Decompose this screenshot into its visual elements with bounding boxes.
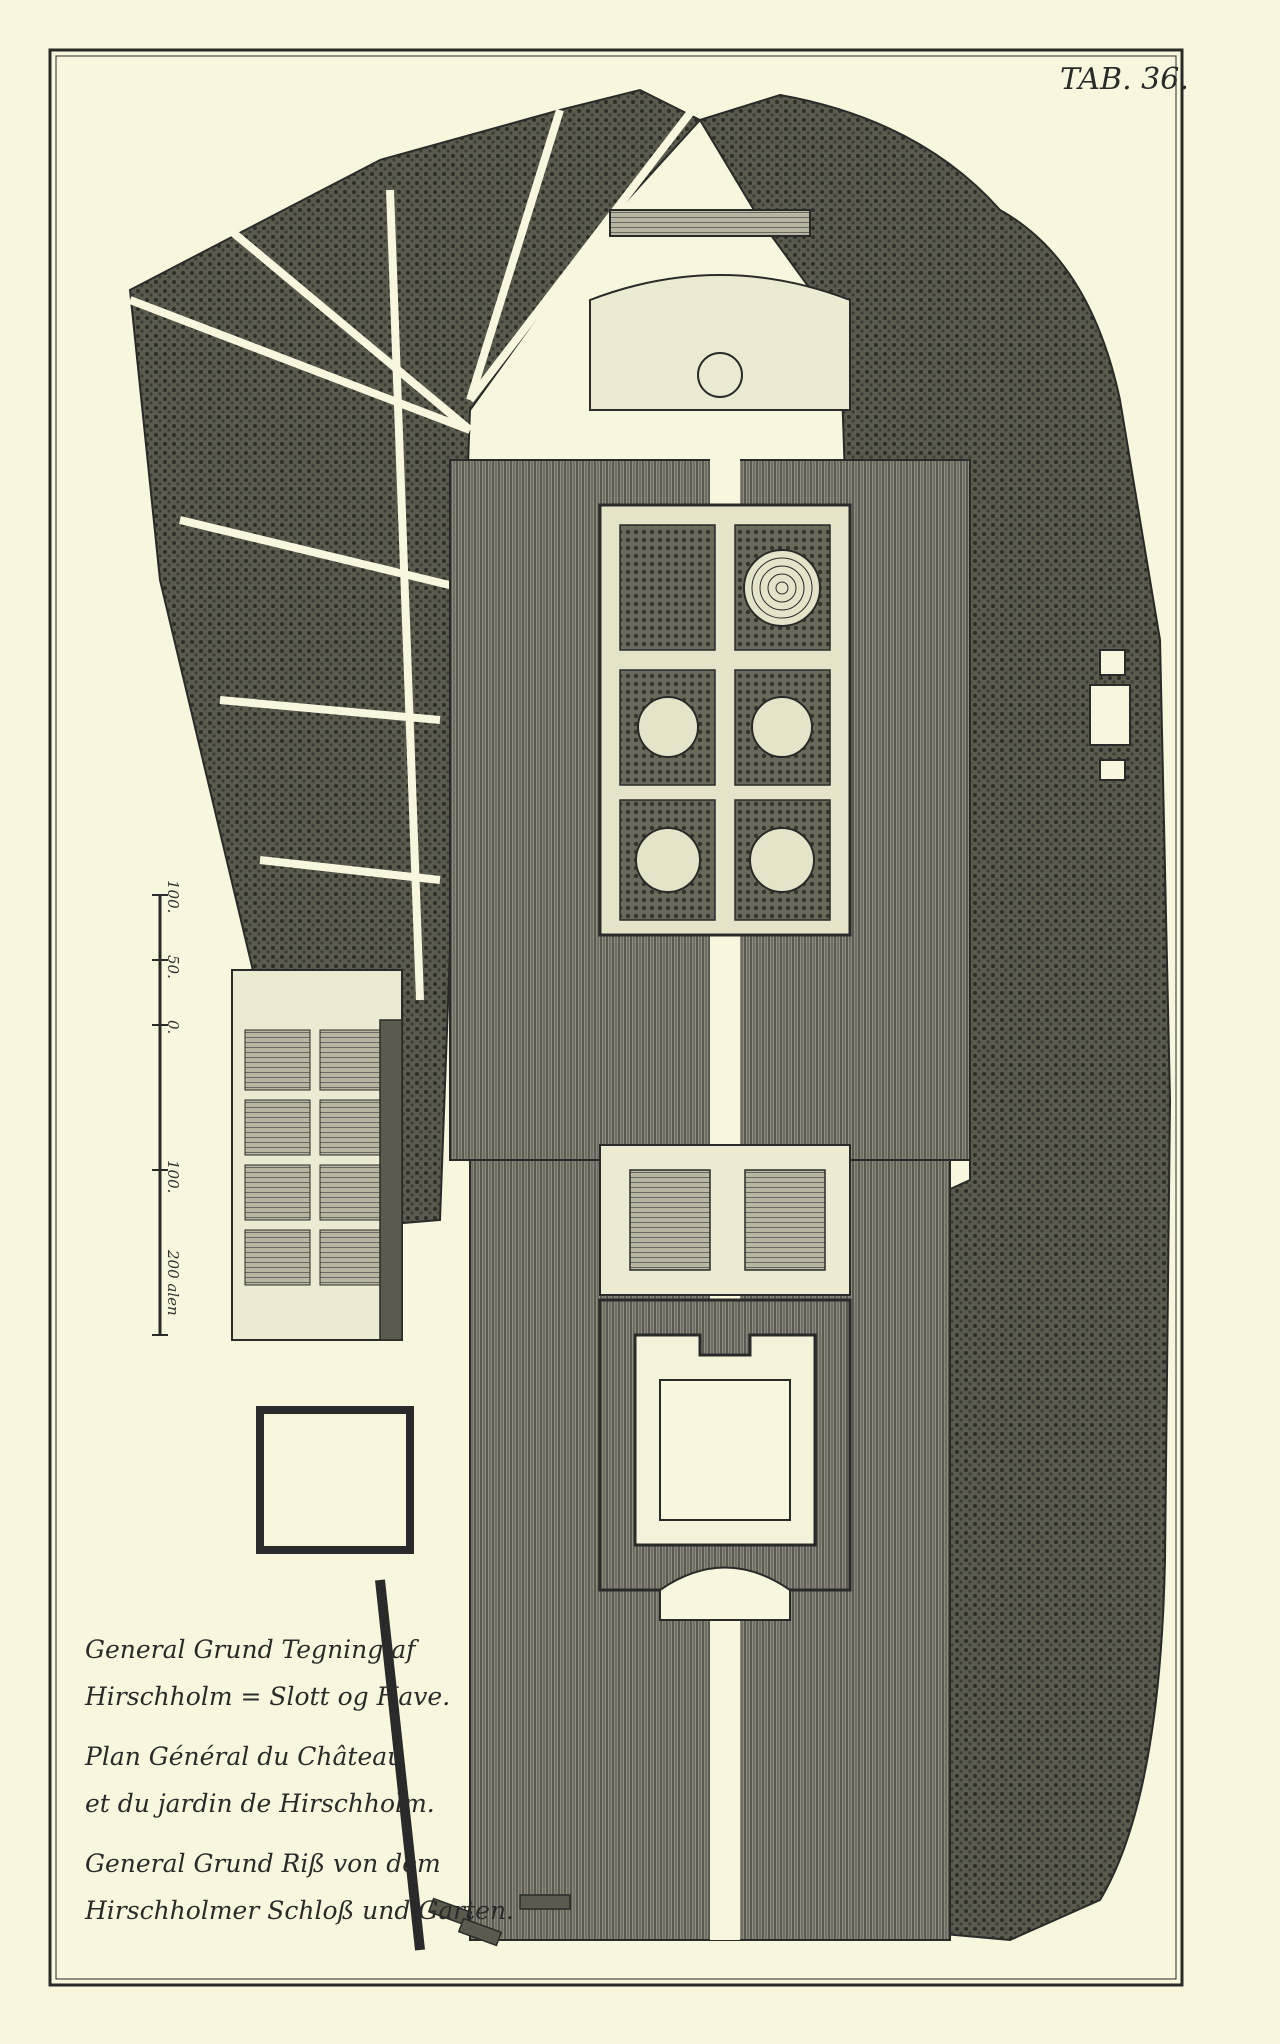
scale-tick-0: 0.	[164, 1020, 182, 1035]
eastern-woodland	[698, 93, 1172, 1942]
parterre-circles	[635, 549, 821, 893]
kitchen-garden-beds	[244, 1029, 386, 1286]
forecourt-bed-east	[744, 1169, 826, 1271]
scale-tick-100-left: 100.	[164, 880, 182, 914]
caption-french-line-2: et du jardin de Hirschholm.	[85, 1789, 435, 1818]
stable-block	[256, 1406, 414, 1554]
scale-tick-50: 50.	[164, 955, 182, 979]
east-pavilion	[1089, 649, 1131, 781]
plate-border-inner	[55, 55, 1177, 1980]
caption-french-line-1: Plan Général du Château	[85, 1742, 404, 1771]
orangery	[379, 1019, 403, 1341]
labyrinth	[751, 557, 813, 619]
plate-border	[48, 48, 1184, 1987]
caption-danish-line-2: Hirschholm = Slott og Have.	[85, 1682, 451, 1711]
north-gatehouse	[609, 209, 811, 237]
caption-german-line-1: General Grund Riß von dem	[85, 1849, 441, 1878]
southern-outbuildings	[427, 1894, 571, 1947]
forecourt-bed-west	[629, 1169, 711, 1271]
north-fountain	[697, 352, 743, 398]
scale-tick-100-right: 100.	[164, 1160, 182, 1194]
south-wall	[375, 1579, 425, 1951]
north-parterre	[589, 274, 851, 411]
castle-south-bastion	[659, 1566, 791, 1621]
caption-danish-line-1: General Grund Tegning af	[85, 1635, 416, 1664]
northwest-allees	[128, 97, 704, 1001]
scale-tick-200: 200 alen	[164, 1250, 182, 1316]
castle-courtyard	[659, 1379, 791, 1521]
plate-number: TAB. 36.	[1060, 62, 1189, 97]
caption-german-line-2: Hirschholmer Schloß und Garten.	[85, 1896, 515, 1925]
scale-bar-ticks	[152, 894, 168, 1336]
